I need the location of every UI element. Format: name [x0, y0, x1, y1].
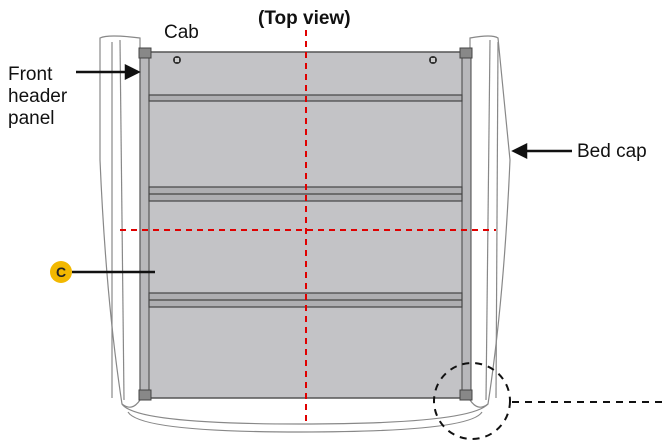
truck-bed-outline	[99, 35, 511, 433]
cab-label: Cab	[164, 22, 199, 43]
front-header-label-line2: header	[8, 86, 68, 107]
detail-callout	[433, 362, 663, 440]
diagram-title: (Top view)	[258, 8, 351, 29]
tonneau-cover	[147, 51, 467, 399]
bed-cap-label: Bed cap	[577, 141, 647, 162]
front-latch-icons	[173, 56, 437, 64]
callout-c-badge: C	[50, 261, 72, 283]
leader-lines	[72, 63, 572, 274]
side-rails	[138, 47, 473, 401]
front-header-label-line3: panel	[8, 108, 55, 129]
front-header-label-line1: Front	[8, 64, 53, 85]
centerlines	[120, 30, 496, 425]
